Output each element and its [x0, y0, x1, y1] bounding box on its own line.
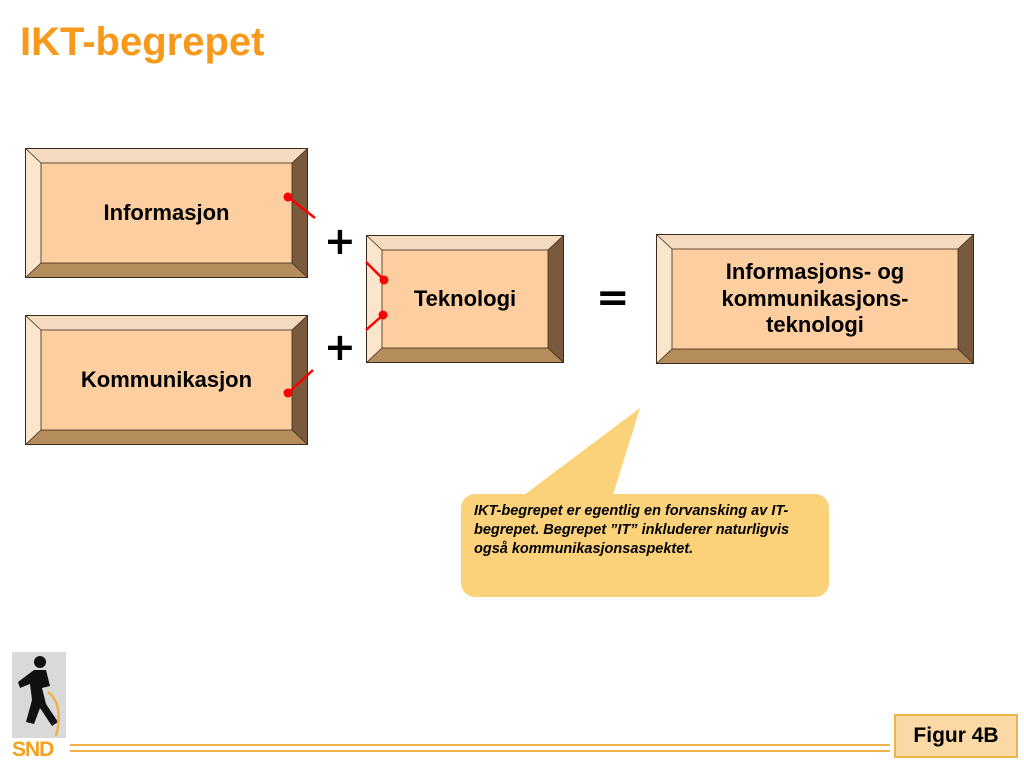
- result-label: Informasjons- og kommunikasjons-teknolog…: [721, 259, 909, 338]
- snd-logo: [12, 652, 66, 738]
- result-box: Informasjons- og kommunikasjons-teknolog…: [656, 234, 974, 364]
- plus-sign-bottom: +: [324, 325, 356, 369]
- informasjon-label: Informasjon: [103, 199, 230, 225]
- informasjon-box: Informasjon: [25, 148, 308, 278]
- equals-sign: =: [596, 275, 630, 321]
- runner-icon: [12, 652, 66, 738]
- result-box-bevel: [656, 234, 974, 364]
- kommunikasjon-box: Kommunikasjon: [25, 315, 308, 445]
- kommunikasjon-box-bevel: [25, 315, 308, 445]
- callout-body: [461, 494, 829, 597]
- teknologi-label: Teknologi: [413, 285, 517, 311]
- page-title: IKT-begrepet: [20, 20, 265, 64]
- figure-label: Figur 4B: [894, 714, 1018, 758]
- teknologi-box: Teknologi: [366, 235, 564, 363]
- snd-logo-text: SND: [12, 738, 54, 761]
- informasjon-box-bevel: [25, 148, 308, 278]
- callout-text: IKT-begrepet er egentlig en forvansking …: [474, 503, 790, 557]
- plus-sign-top: +: [324, 219, 356, 263]
- teknologi-box-bevel: [366, 235, 564, 363]
- kommunikasjon-label: Kommunikasjon: [80, 366, 253, 392]
- callout-pointer: [520, 408, 640, 498]
